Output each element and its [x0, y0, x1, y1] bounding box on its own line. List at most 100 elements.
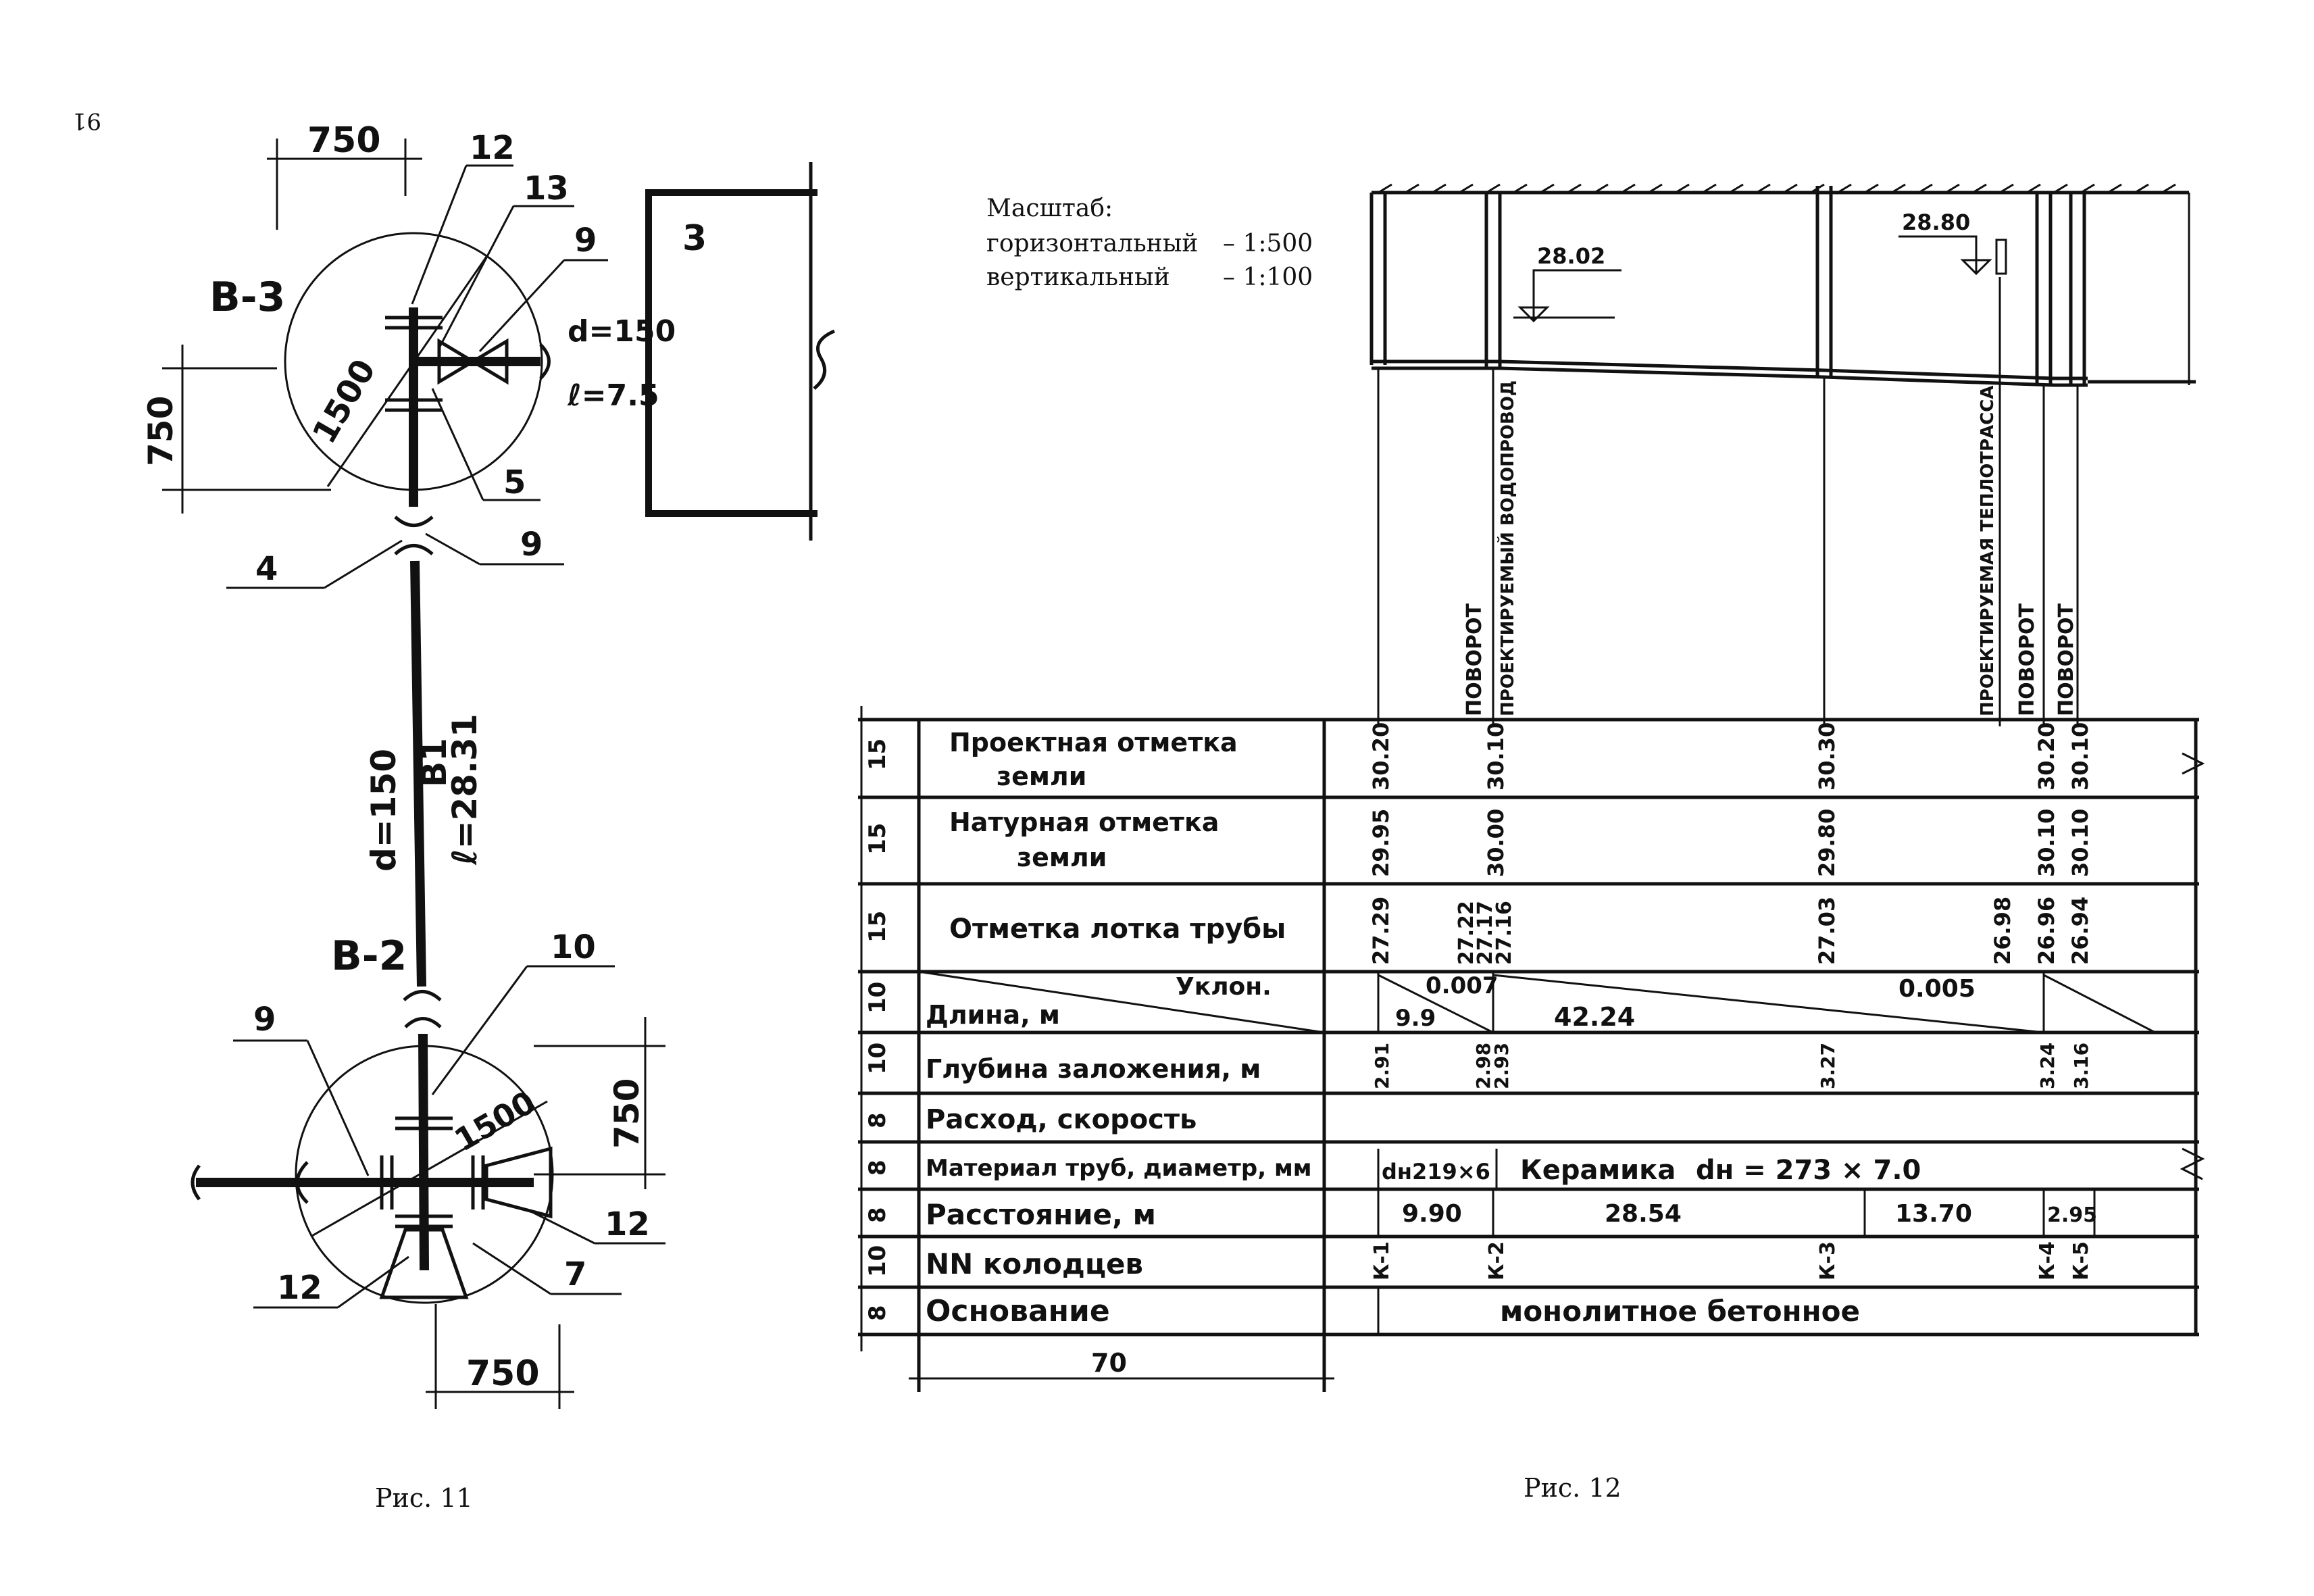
ng-k3: 29.80	[1814, 809, 1840, 877]
slope-diag-1	[1378, 974, 1494, 1034]
note-heat-pipe: ПРОЕКТИРУЕМАЯ ТЕПЛОТРАССА	[1978, 385, 1998, 716]
well-5: К-5	[2069, 1241, 2093, 1280]
page-number: 91	[72, 107, 101, 134]
dia-1500-top: 1500	[305, 353, 383, 450]
tray-3: 27.17	[1474, 901, 1497, 965]
leader-13	[438, 205, 515, 349]
slope-2: 0.005	[1898, 975, 1976, 1003]
building-outline	[645, 189, 818, 517]
outlet-socket	[295, 1161, 309, 1204]
width-dim: 70	[1091, 1348, 1127, 1378]
socket-top	[394, 516, 434, 527]
leader-5	[431, 388, 484, 501]
tray-5: 27.03	[1814, 897, 1840, 965]
main-pipe-lower	[418, 1033, 429, 1271]
main-diameter: d=150	[364, 749, 403, 872]
fig11-plan: 3 750 750 B-3 1500 12 13 9 5 9 4 d=1	[141, 120, 836, 1513]
rh-5: 10	[864, 1043, 891, 1074]
well-b3-label: B-3	[209, 274, 285, 321]
well-k3	[1815, 186, 1833, 378]
socket-top-2	[394, 544, 434, 555]
dg-k2: 30.10	[1483, 722, 1509, 791]
leader-10	[431, 966, 528, 1095]
label-distance: Расстояние, м	[926, 1198, 1156, 1231]
callout-12-top: 12	[470, 129, 515, 167]
well-b2-label: B-2	[331, 932, 407, 980]
rh-3: 15	[864, 911, 891, 943]
callout-12-right: 12	[605, 1205, 650, 1243]
scale-title: Масштаб:	[986, 195, 1113, 222]
callout-5: 5	[503, 464, 526, 501]
tray-6: 26.98	[1990, 897, 2015, 965]
depth-4: 3.27	[1817, 1043, 1839, 1089]
label-slope: Уклон.	[1176, 973, 1272, 1001]
leader-9	[478, 259, 565, 353]
callout-12-left: 12	[277, 1269, 322, 1307]
leader-12	[411, 165, 468, 305]
dim-750-right: 750	[607, 1078, 647, 1149]
material-2: Керамика	[1520, 1155, 1676, 1186]
label-depth: Глубина заложения, м	[926, 1054, 1261, 1084]
label-natural-ground-2: земли	[1017, 843, 1107, 872]
dist-3: 13.70	[1895, 1200, 1972, 1228]
break-mark-mat-icon	[2180, 1147, 2205, 1180]
tray-2: 27.22	[1455, 901, 1478, 965]
dg-k3: 30.30	[1814, 722, 1840, 791]
rh-4: 10	[864, 982, 891, 1014]
branch-length: ℓ=7.5	[567, 378, 659, 413]
main-pipe	[410, 560, 426, 987]
rh-10: 8	[864, 1305, 891, 1321]
note-turn-3: ПОВОРОТ	[2055, 603, 2078, 716]
profile-table: 15 15 15 10 10 8 8 8 10 8 Проектная отме…	[858, 706, 2205, 1392]
dim-750-bottom: 750	[466, 1353, 540, 1394]
main-label: B1	[415, 738, 454, 787]
dim-750-left: 750	[141, 396, 180, 466]
note-turn-2: ПОВОРОТ	[2015, 603, 2039, 716]
pipe-profile-bottom	[1372, 366, 2088, 387]
dg-k4: 30.20	[2034, 722, 2059, 791]
material-3: dн = 273 × 7.0	[1696, 1155, 1921, 1186]
building-number: 3	[682, 218, 707, 259]
scale-h-value: – 1:500	[1223, 230, 1313, 257]
well-2: К-2	[1485, 1241, 1509, 1280]
fig12-caption: Рис. 12	[1524, 1473, 1621, 1503]
elev-2-post	[1995, 239, 2007, 275]
elev-1: 28.02	[1537, 243, 1605, 269]
well-4: К-4	[2036, 1241, 2059, 1280]
note-turn-1: ПОВОРОТ	[1463, 603, 1486, 716]
socket-bottom-2	[404, 1017, 442, 1028]
dist-1: 9.90	[1402, 1200, 1462, 1228]
well-3: К-3	[1816, 1241, 1840, 1280]
pipe-profile-top	[1372, 359, 2088, 380]
callout-9-mid: 9	[520, 526, 543, 564]
rh-2: 15	[864, 823, 891, 855]
tray-4: 27.16	[1492, 901, 1516, 965]
label-diagonal	[918, 970, 1325, 1034]
well-k4	[2035, 193, 2053, 385]
leader-4	[324, 539, 403, 589]
leader-9m	[425, 532, 480, 566]
callout-13: 13	[524, 170, 569, 207]
ng-k5: 30.10	[2067, 809, 2093, 877]
depth-6: 3.16	[2070, 1043, 2092, 1089]
label-material: Материал труб, диаметр, мм	[926, 1155, 1312, 1182]
rh-1: 15	[864, 739, 891, 770]
leader-12l	[337, 1255, 409, 1309]
label-design-ground-2: земли	[997, 762, 1086, 791]
label-flow: Расход, скорость	[926, 1104, 1197, 1135]
hydrant-bottom-icon	[379, 1228, 469, 1299]
slope-diag-2	[1492, 974, 2044, 1034]
pipe-end-icon	[191, 1164, 201, 1201]
depth-3: 2.93	[1490, 1043, 1513, 1089]
branch-diameter: d=150	[568, 314, 676, 349]
label-base: Основание	[926, 1294, 1110, 1328]
callout-4: 4	[255, 550, 278, 588]
scale-v-value: – 1:100	[1223, 264, 1313, 291]
base-value: монолитное бетонное	[1500, 1295, 1860, 1328]
depth-1: 2.91	[1371, 1043, 1393, 1089]
dist-2: 28.54	[1605, 1200, 1682, 1228]
slope-diag-3	[2043, 974, 2156, 1034]
well-k1	[1369, 193, 1387, 365]
dist-4: 2.95	[2047, 1203, 2097, 1227]
